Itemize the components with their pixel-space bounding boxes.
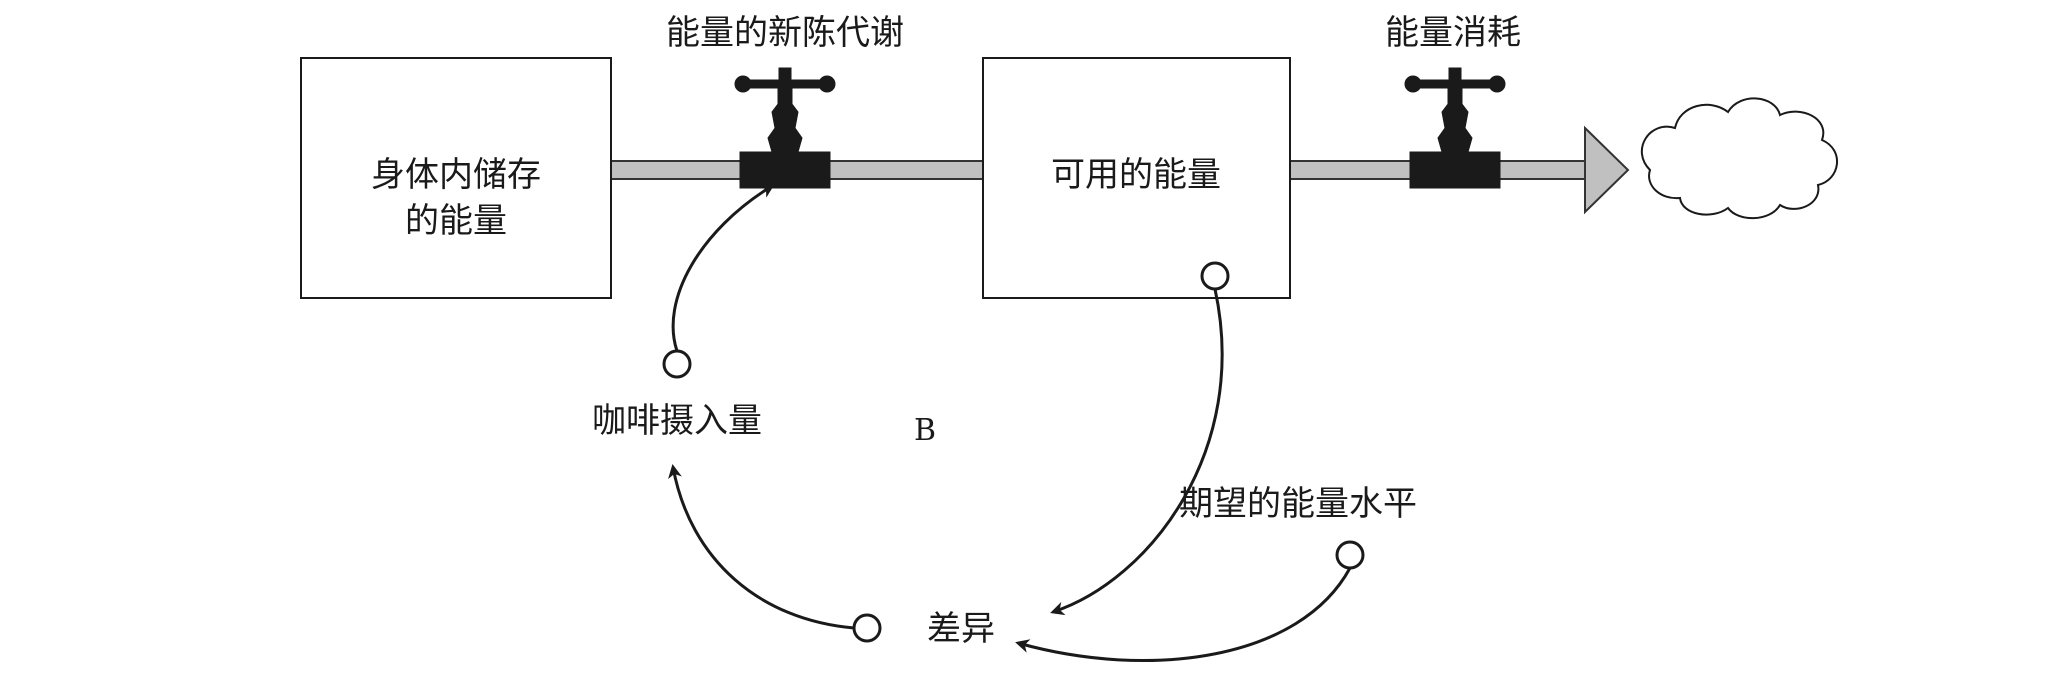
consumption-valve-icon	[1404, 67, 1506, 189]
sink-cloud-icon	[1640, 97, 1839, 220]
link-coffee-to-metabolism	[671, 184, 775, 352]
desired-energy-connector-circle-icon	[1335, 540, 1365, 570]
outflow-arrowhead-icon	[1584, 125, 1630, 215]
desired-energy-label: 期望的能量水平	[1179, 484, 1417, 524]
stored-energy-label-line2: 的能量	[405, 201, 507, 241]
link-desired-to-difference	[1015, 567, 1352, 663]
coffee-intake-label: 咖啡摄入量	[592, 401, 762, 441]
difference-label: 差异	[927, 609, 995, 649]
available-energy-label: 可用的能量	[1051, 155, 1221, 195]
metabolism-valve-icon	[734, 67, 836, 189]
metabolism-flow-label: 能量的新陈代谢	[666, 13, 904, 53]
stock-available-energy	[982, 57, 1291, 299]
consumption-flow-label: 能量消耗	[1385, 13, 1521, 53]
balancing-loop-label: B	[914, 413, 936, 448]
difference-connector-circle-icon	[852, 613, 882, 643]
stock-stored-energy	[300, 57, 612, 299]
stored-energy-label-line1: 身体内储存	[371, 155, 541, 195]
link-difference-to-coffee	[668, 464, 855, 630]
coffee-intake-connector-circle-icon	[662, 349, 692, 379]
link-available-to-difference	[1050, 288, 1224, 616]
available-energy-connector-circle-icon	[1200, 261, 1230, 291]
